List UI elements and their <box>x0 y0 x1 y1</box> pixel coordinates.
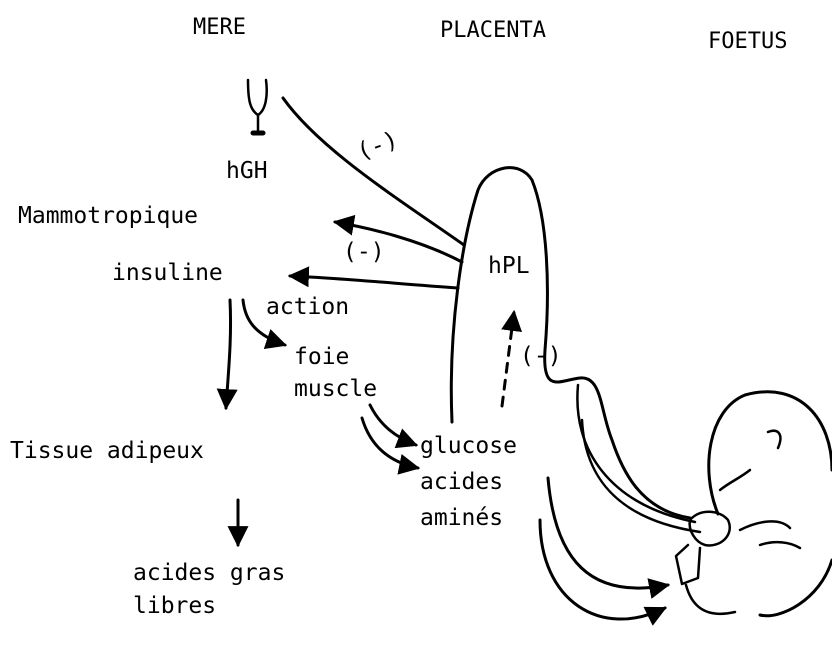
arrow-glucose-to-hpl-dashed <box>502 312 514 406</box>
label-mammotropique: Mammotropique <box>18 205 198 228</box>
label-tissue-adipeux: Tissue adipeux <box>10 440 204 463</box>
label-muscle: muscle <box>294 378 377 401</box>
umbilical-cord-upper <box>577 385 695 522</box>
label-acides: acides <box>420 471 503 494</box>
foetus-drawing <box>676 392 832 616</box>
pituitary-icon <box>248 80 267 133</box>
label-foie: foie <box>294 346 349 369</box>
header-mere: MERE <box>193 17 246 39</box>
header-placenta: PLACENTA <box>440 20 546 42</box>
label-acides-gras: acides gras <box>133 562 285 585</box>
arrow-acides-to-foetus-1 <box>548 478 668 588</box>
inhibition-label-glucose: (-) <box>520 345 562 368</box>
label-libres: libres <box>133 595 216 618</box>
arrow-hpl-to-pituitary <box>283 98 464 245</box>
arrow-muscle-to-glucose <box>370 405 416 445</box>
label-hpl: hPL <box>488 255 530 278</box>
label-action: action <box>266 296 349 319</box>
label-glucose: glucose <box>420 435 517 458</box>
header-foetus: FOETUS <box>708 31 787 53</box>
label-insuline: insuline <box>112 262 223 285</box>
arrow-insuline-to-tissue <box>226 300 231 408</box>
inhibition-label-mammotropique: (-) <box>343 241 385 264</box>
arrow-hpl-to-insuline <box>290 276 458 288</box>
label-amines: aminés <box>420 507 503 530</box>
placenta-outline <box>451 168 690 518</box>
label-hgh: hGH <box>226 160 268 183</box>
